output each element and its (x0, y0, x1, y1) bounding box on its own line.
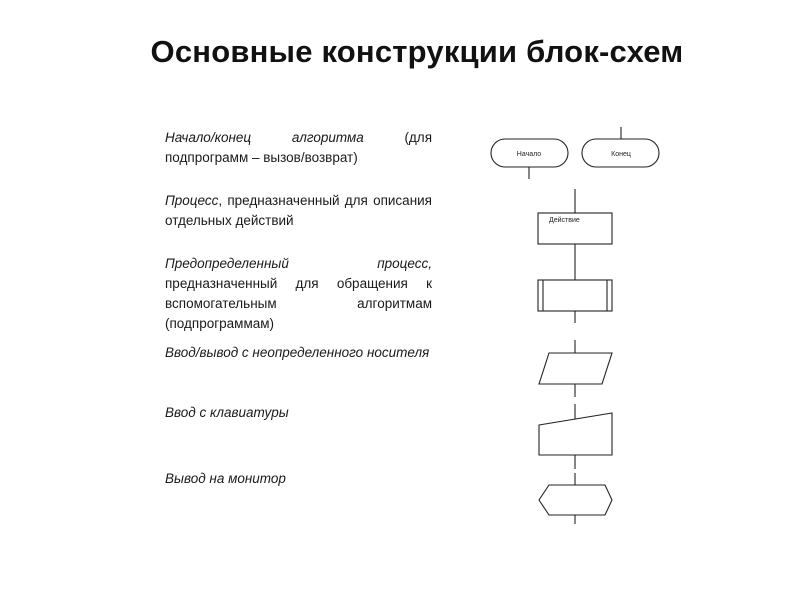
end-label: Конец (611, 151, 631, 158)
description-display-output-name: Вывод на монитор (165, 471, 286, 486)
action-label: Действие (549, 216, 580, 224)
description-keyboard-input-name: Ввод с клавиатуры (165, 405, 289, 420)
description-keyboard-input: Ввод с клавиатуры (165, 403, 432, 423)
description-terminator: Начало/конец алгоритма (для подпрограмм … (165, 128, 432, 168)
description-predefined-process: Предопределенный процесс, предназначенны… (165, 254, 432, 334)
description-io-name: Ввод/вывод с неопределенного носителя (165, 345, 430, 360)
start-label: Начало (517, 151, 541, 158)
description-display-output: Вывод на монитор (165, 469, 432, 489)
end-terminator-shape: Конец (581, 127, 660, 168)
description-terminator-text: (для подпрограмм – вызов/возврат) (165, 130, 432, 165)
description-predefined-process-name: Предопределенный процесс, (165, 256, 432, 271)
io-parallelogram-shape (538, 340, 613, 397)
description-process-name: Процесс (165, 193, 219, 208)
predefined-process-shape (537, 256, 613, 323)
description-io: Ввод/вывод с неопределенного носителя (165, 343, 432, 363)
display-output-shape (538, 473, 613, 524)
keyboard-input-shape (538, 404, 613, 469)
start-terminator-shape: Начало (490, 138, 569, 179)
description-process: Процесс, предназначенный для описания от… (165, 191, 432, 231)
description-predefined-process-text: предназначенный для обращения к вспомога… (165, 276, 432, 331)
description-process-text: , предназначенный для описания отдельных… (165, 193, 432, 228)
description-terminator-name: Начало/конец алгоритма (165, 130, 364, 145)
process-shape: Действие (537, 189, 613, 256)
page-title: Основные конструкции блок-схем (150, 34, 684, 69)
